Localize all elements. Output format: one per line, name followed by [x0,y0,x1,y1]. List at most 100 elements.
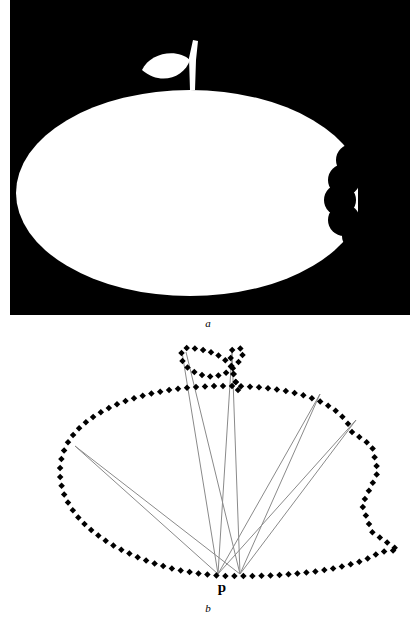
contour-point [193,384,200,391]
contour-point [88,527,95,534]
contour-point [65,439,72,446]
contour-point [199,372,206,379]
contour-point [114,401,121,408]
contour-point [247,383,254,390]
contour-point [317,398,324,405]
contour-point [122,398,129,405]
contour-point [377,534,384,541]
contour-point [265,385,272,392]
contour-point [291,390,298,397]
contour-point [70,507,77,514]
contour-point [235,359,242,366]
contour-point [345,421,352,428]
contour-point [195,570,202,577]
contour-point [312,568,319,575]
contour-point [118,546,125,553]
contour-point [175,386,182,393]
contour-point [61,447,68,454]
contour-point [207,373,214,380]
contour-point [360,504,367,511]
contour-point [230,371,237,378]
contour-point [126,550,133,557]
contour-point [240,573,247,580]
contour-point [139,392,146,399]
contour-point [303,569,310,576]
contour-point [208,349,215,356]
contour-point [102,537,109,544]
contour-point [90,414,97,421]
contour-point [232,379,239,386]
contour-point [228,363,235,370]
contour-point [57,465,64,472]
contour-point [106,405,113,412]
contour-point [57,474,64,481]
contour-point [131,395,138,402]
figure-label: b [205,603,211,614]
black-background [10,0,410,315]
contour-point [363,439,370,446]
contour-point [229,347,236,354]
contour-point [283,388,290,395]
contour-point [239,352,246,359]
apple-silhouette [16,40,388,296]
contour-point [213,572,220,579]
contour-point [267,572,274,579]
contour-point [169,565,176,572]
contour-point [370,479,377,486]
contour-points [57,345,398,580]
contour-point [373,463,380,470]
contour-point [300,392,307,399]
contour-point [202,383,209,390]
contour-point [274,386,281,393]
contour-point [204,571,211,578]
contour-point [364,555,371,562]
contour-point [134,554,141,561]
figure-label: p [218,580,226,595]
contour-point [339,563,346,570]
contour-point [373,471,380,478]
contour-point [347,561,354,568]
contour-point [95,532,102,539]
contour-point [177,567,184,574]
contour-point [70,432,77,439]
contour-point [110,542,117,549]
contour-point [230,371,237,378]
contour-point [215,352,222,359]
contour-point [330,565,337,572]
contour-point [215,372,222,379]
contour-point [366,521,373,528]
contour-point [371,454,378,461]
contour-point [249,573,256,580]
contour-point [369,445,376,452]
contour-point [349,429,356,436]
contour-point [179,358,186,365]
contour-point [325,403,332,410]
contour-point [391,544,398,551]
contour-point [256,384,263,391]
contour-point [151,560,158,567]
contour-point [384,539,391,546]
contour-point [237,345,244,352]
contour-point [186,569,193,576]
contour-point [166,387,173,394]
contour-point [362,496,369,503]
contour-point [76,425,83,432]
contour-point [184,364,191,371]
contour-point [294,570,301,577]
contour-point [83,419,90,426]
contour-point [363,512,370,519]
contour-point [143,557,150,564]
contour-point [211,383,218,390]
contour-point [258,573,265,580]
contour-point [58,456,65,463]
contour-point [81,521,88,528]
contour-point [157,388,164,395]
contour-point [160,563,167,570]
contour-point [285,571,292,578]
contour-point [178,350,185,357]
contour-point [98,409,105,416]
shape-context-lines [75,352,356,574]
contour-point [356,434,363,441]
contour-point [58,483,65,490]
